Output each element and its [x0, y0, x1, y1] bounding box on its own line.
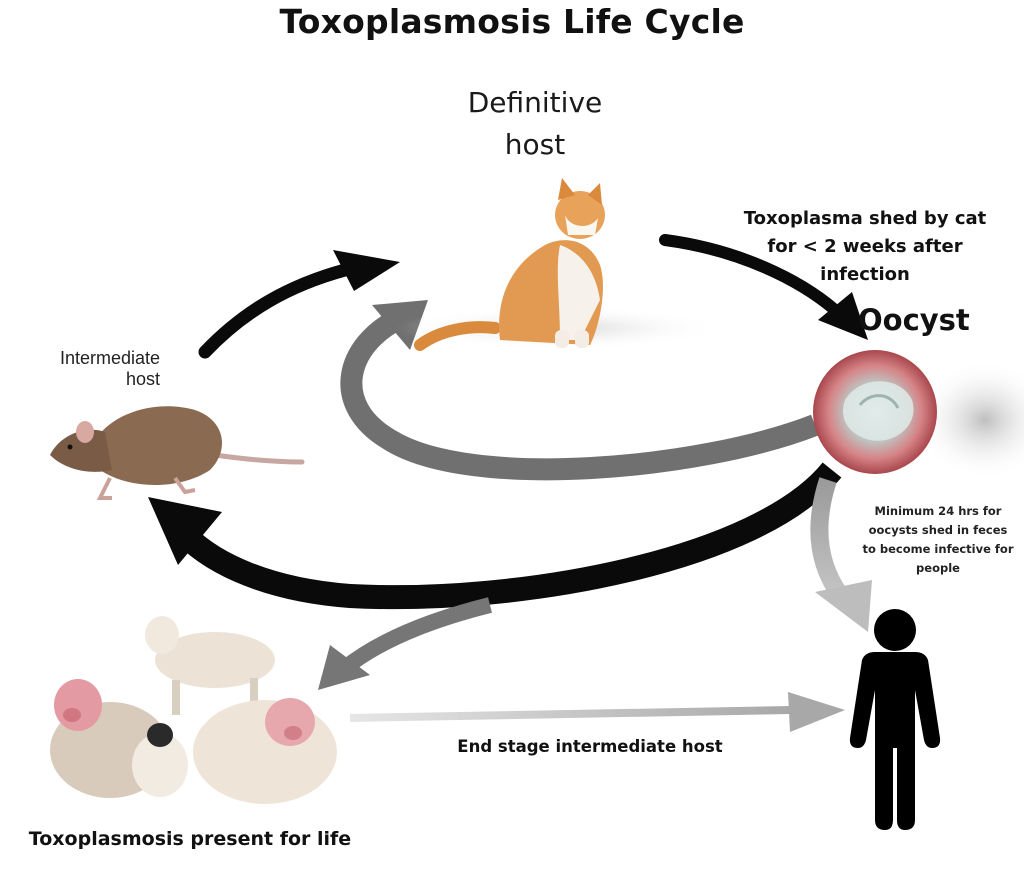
infective-note-line4: people — [916, 561, 960, 575]
shed-note-line1: Toxoplasma shed by cat — [743, 208, 987, 229]
livestock-image — [50, 616, 337, 804]
infective-note: Minimum 24 hrs for oocysts shed in feces… — [838, 502, 1024, 578]
intermediate-host-line2: host — [125, 369, 160, 389]
shed-note: Toxoplasma shed by cat for < 2 weeks aft… — [720, 205, 1010, 289]
livestock-to-human-arrow — [349, 692, 845, 732]
oocyst-to-human-arrow — [810, 477, 872, 632]
cat-to-oocyst-arrow — [659, 234, 868, 340]
rat-image — [50, 406, 305, 500]
human-silhouette-icon — [849, 609, 941, 830]
oocyst-to-rat-arrow — [148, 462, 842, 610]
end-stage-label: End stage intermediate host — [457, 737, 723, 756]
shed-note-line2: for < 2 weeks after — [767, 236, 963, 257]
to-livestock-arrow — [318, 597, 492, 690]
definitive-host-label: Definitive host — [420, 82, 650, 166]
oocyst-image — [813, 350, 1024, 480]
infective-note-line3: to become infective for — [862, 542, 1014, 556]
rat-to-cat-arrow — [198, 250, 400, 359]
shed-note-line3: infection — [820, 264, 910, 285]
infective-note-line2: oocysts shed in feces — [868, 523, 1008, 537]
intermediate-host-line1: Intermediate — [59, 348, 160, 368]
infective-note-line1: Minimum 24 hrs for — [874, 504, 1002, 518]
intermediate-host-label: Intermediate host — [10, 348, 160, 390]
oocyst-label: Oocyst — [858, 303, 970, 337]
page-title: Toxoplasmosis Life Cycle — [279, 2, 745, 41]
cat-image — [395, 178, 725, 351]
footer-note: Toxoplasmosis present for life — [28, 828, 352, 850]
definitive-host-line1: Definitive — [467, 86, 603, 119]
definitive-host-line2: host — [504, 128, 566, 161]
